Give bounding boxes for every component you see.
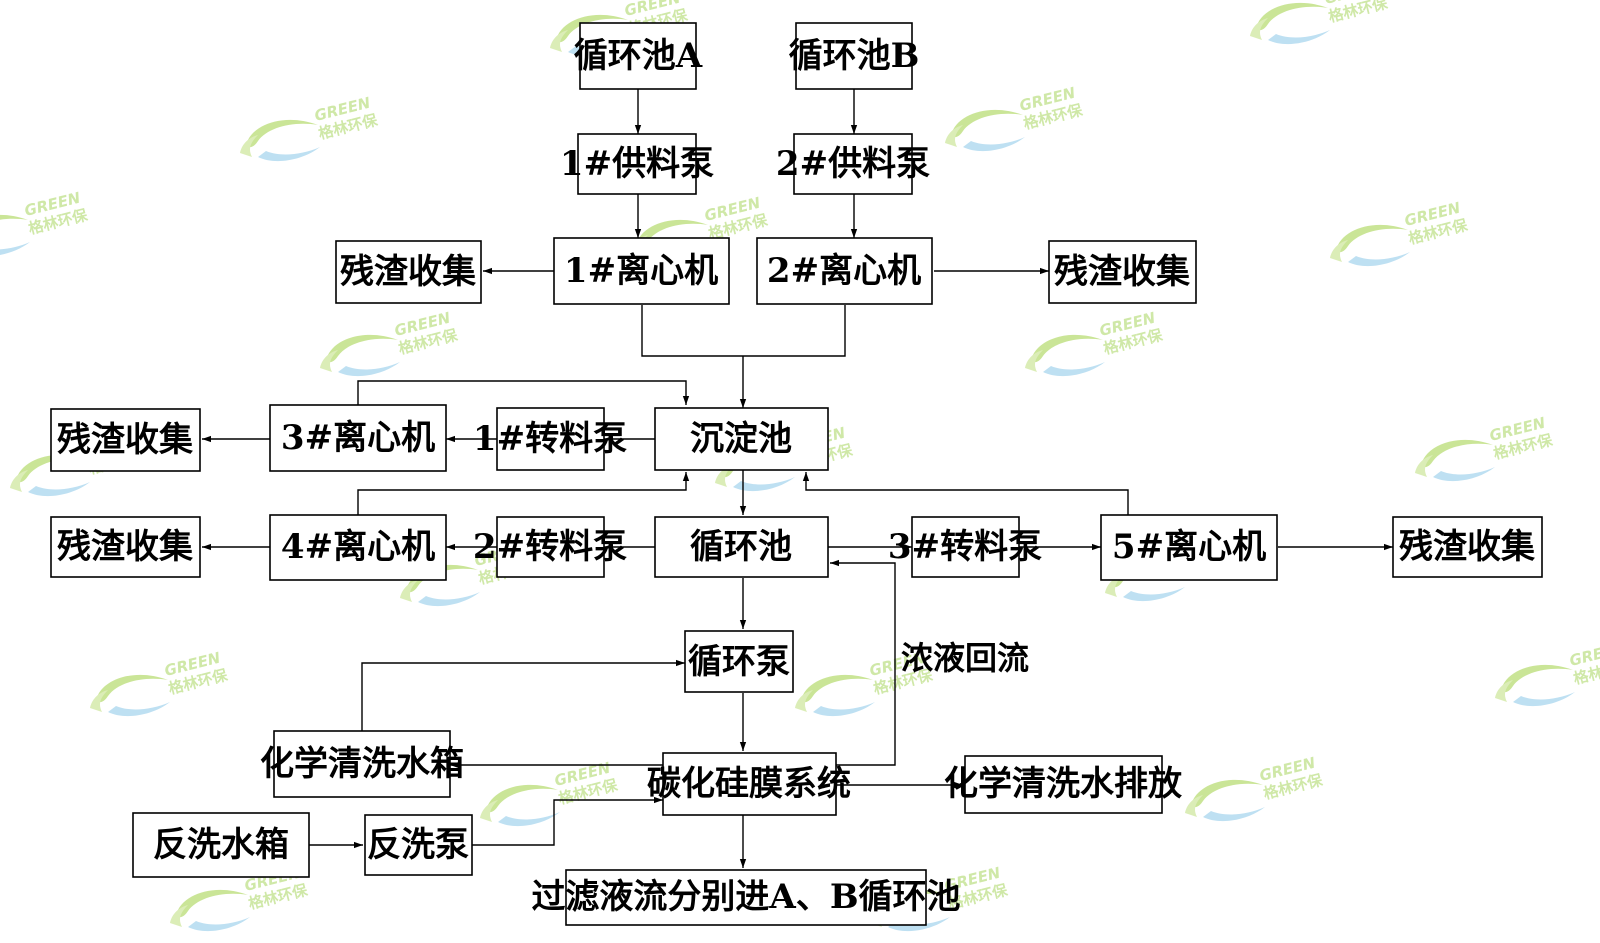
svg-text:残渣收集: 残渣收集 <box>340 252 476 292</box>
node-backwash-tank: 反洗水箱 <box>132 812 310 878</box>
node-backwash-pump: 反洗泵 <box>364 814 473 876</box>
svg-text:过滤液流分别进A、B循环池: 过滤液流分别进A、B循环池 <box>531 877 960 917</box>
svg-text:残渣收集: 残渣收集 <box>57 420 193 460</box>
svg-text:1#转料泵: 1#转料泵 <box>473 419 627 459</box>
svg-text:3#离心机: 3#离心机 <box>281 418 435 458</box>
node-centrifuge-2: 2#离心机 <box>756 237 933 305</box>
node-residue-collection-1: 残渣收集 <box>335 240 482 304</box>
node-transfer-pump-1: 1#转料泵 <box>473 407 627 471</box>
node-chemical-wash-discharge: 化学清洗水排放 <box>944 755 1182 814</box>
flow-arrow <box>802 472 1129 515</box>
svg-text:4#离心机: 4#离心机 <box>281 527 435 567</box>
node-chemical-wash-tank: 化学清洗水箱 <box>260 730 464 798</box>
flow-arrow <box>472 796 663 846</box>
node-residue-collection-5: 残渣收集 <box>1392 516 1543 578</box>
node-residue-collection-3: 残渣收集 <box>50 408 201 472</box>
concentrate-reflux-line <box>830 559 896 766</box>
node-centrifuge-4: 4#离心机 <box>269 514 447 581</box>
node-centrifuge-1: 1#离心机 <box>553 237 730 305</box>
flow-arrow <box>357 380 690 405</box>
svg-text:2#转料泵: 2#转料泵 <box>473 527 627 567</box>
node-sic-membrane-system: 碳化硅膜系统 <box>647 752 851 816</box>
svg-text:残渣收集: 残渣收集 <box>1399 527 1535 567</box>
node-transfer-pump-3: 3#转料泵 <box>888 516 1042 578</box>
svg-text:残渣收集: 残渣收集 <box>57 527 193 567</box>
svg-text:沉淀池: 沉淀池 <box>690 419 792 459</box>
svg-text:反洗泵: 反洗泵 <box>367 825 469 865</box>
svg-text:5#离心机: 5#离心机 <box>1112 527 1266 567</box>
node-circulation-pump: 循环泵 <box>684 630 794 693</box>
svg-text:循环池: 循环池 <box>690 527 792 567</box>
node-residue-collection-2: 残渣收集 <box>1048 240 1197 304</box>
node-residue-collection-4: 残渣收集 <box>50 516 201 578</box>
svg-text:残渣收集: 残渣收集 <box>1054 252 1190 292</box>
svg-text:化学清洗水箱: 化学清洗水箱 <box>260 744 464 784</box>
svg-text:循环池A: 循环池A <box>574 36 703 76</box>
flow-arrow <box>641 305 846 357</box>
flow-arrow <box>361 659 685 731</box>
node-pool-a: 循环池A <box>574 22 703 90</box>
svg-text:3#转料泵: 3#转料泵 <box>888 527 1042 567</box>
node-transfer-pump-2: 2#转料泵 <box>473 516 627 578</box>
svg-text:循环池B: 循环池B <box>789 36 920 76</box>
svg-text:循环泵: 循环泵 <box>688 642 790 682</box>
svg-text:化学清洗水排放: 化学清洗水排放 <box>944 764 1182 804</box>
svg-text:1#供料泵: 1#供料泵 <box>560 144 714 184</box>
node-centrifuge-3: 3#离心机 <box>269 404 447 472</box>
node-circulation-tank: 循环池 <box>654 516 829 578</box>
connector-layer <box>202 89 1393 868</box>
svg-text:2#供料泵: 2#供料泵 <box>776 144 930 184</box>
node-pool-b: 循环池B <box>789 22 920 90</box>
svg-text:1#离心机: 1#离心机 <box>564 251 718 291</box>
svg-text:反洗水箱: 反洗水箱 <box>153 825 289 865</box>
node-centrifuge-5: 5#离心机 <box>1100 514 1278 581</box>
node-layer: 循环池A 循环池B 1#供料泵 2#供料泵 1#离心机 2#离心机 残渣收集 残… <box>50 22 1543 926</box>
node-sedimentation-tank: 沉淀池 <box>654 407 829 471</box>
svg-text:碳化硅膜系统: 碳化硅膜系统 <box>647 764 851 804</box>
svg-text:2#离心机: 2#离心机 <box>767 251 921 291</box>
node-feed-pump-2: 2#供料泵 <box>776 133 930 195</box>
node-filtrate-return: 过滤液流分别进A、B循环池 <box>531 869 961 926</box>
node-feed-pump-1: 1#供料泵 <box>560 133 714 195</box>
label-concentrate-reflux: 浓液回流 <box>901 639 1029 677</box>
flow-arrow <box>357 472 690 515</box>
